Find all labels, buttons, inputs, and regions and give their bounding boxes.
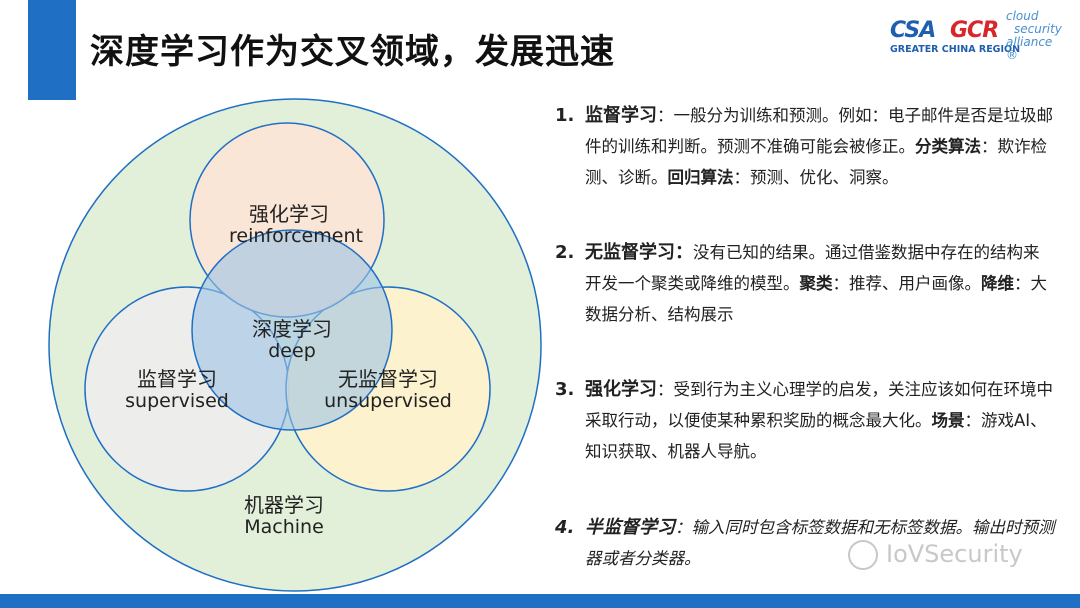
deep-label: 深度学习 deep — [252, 317, 332, 362]
list-item-unsupervised: 2. 无监督学习：没有已知的结果。通过借鉴数据中存在的结构来开发一个聚类或降维的… — [555, 242, 1047, 324]
wechat-icon — [848, 540, 878, 570]
title-accent-bar — [28, 0, 76, 100]
csa-gcr-logo: CSA GCR GREATER CHINA REGION cloud secur… — [888, 9, 1068, 62]
ml-venn-diagram: 强化学习 reinforcement 深度学习 deep 监督学习 superv… — [40, 90, 550, 600]
venn-svg — [48, 98, 542, 592]
slide-title: 深度学习作为交叉领域，发展迅速 — [90, 32, 615, 72]
list-item-supervised: 1. 监督学习：一般分为训练和预测。例如：电子邮件是否是垃圾邮件的训练和判断。预… — [555, 105, 1053, 187]
footer-bar — [0, 594, 1080, 608]
logo-cloud-text: cloud security alliance ® — [1006, 9, 1062, 62]
supervised-label: 监督学习 supervised — [125, 367, 229, 412]
machine-label: 机器学习 Machine — [244, 493, 324, 538]
logo-gcr-text: GCR — [950, 18, 999, 43]
reinforcement-label: 强化学习 reinforcement — [229, 202, 363, 247]
list-item-semi-supervised: 4. 半监督学习：输入同时包含标签数据和无标签数据。输出时预测器或者分类器。 — [555, 517, 1055, 568]
list-item-reinforcement: 3. 强化学习：受到行为主义心理学的启发，关注应该如何在环境中采取行动，以便使某… — [555, 379, 1053, 461]
deep-learning-circle — [191, 229, 393, 431]
logo-csa-text: CSA — [890, 18, 936, 43]
unsupervised-label: 无监督学习 unsupervised — [324, 367, 452, 412]
iovsecurity-watermark: IoVSecurity — [848, 540, 1023, 570]
logo-region-text: GREATER CHINA REGION — [890, 44, 1021, 55]
